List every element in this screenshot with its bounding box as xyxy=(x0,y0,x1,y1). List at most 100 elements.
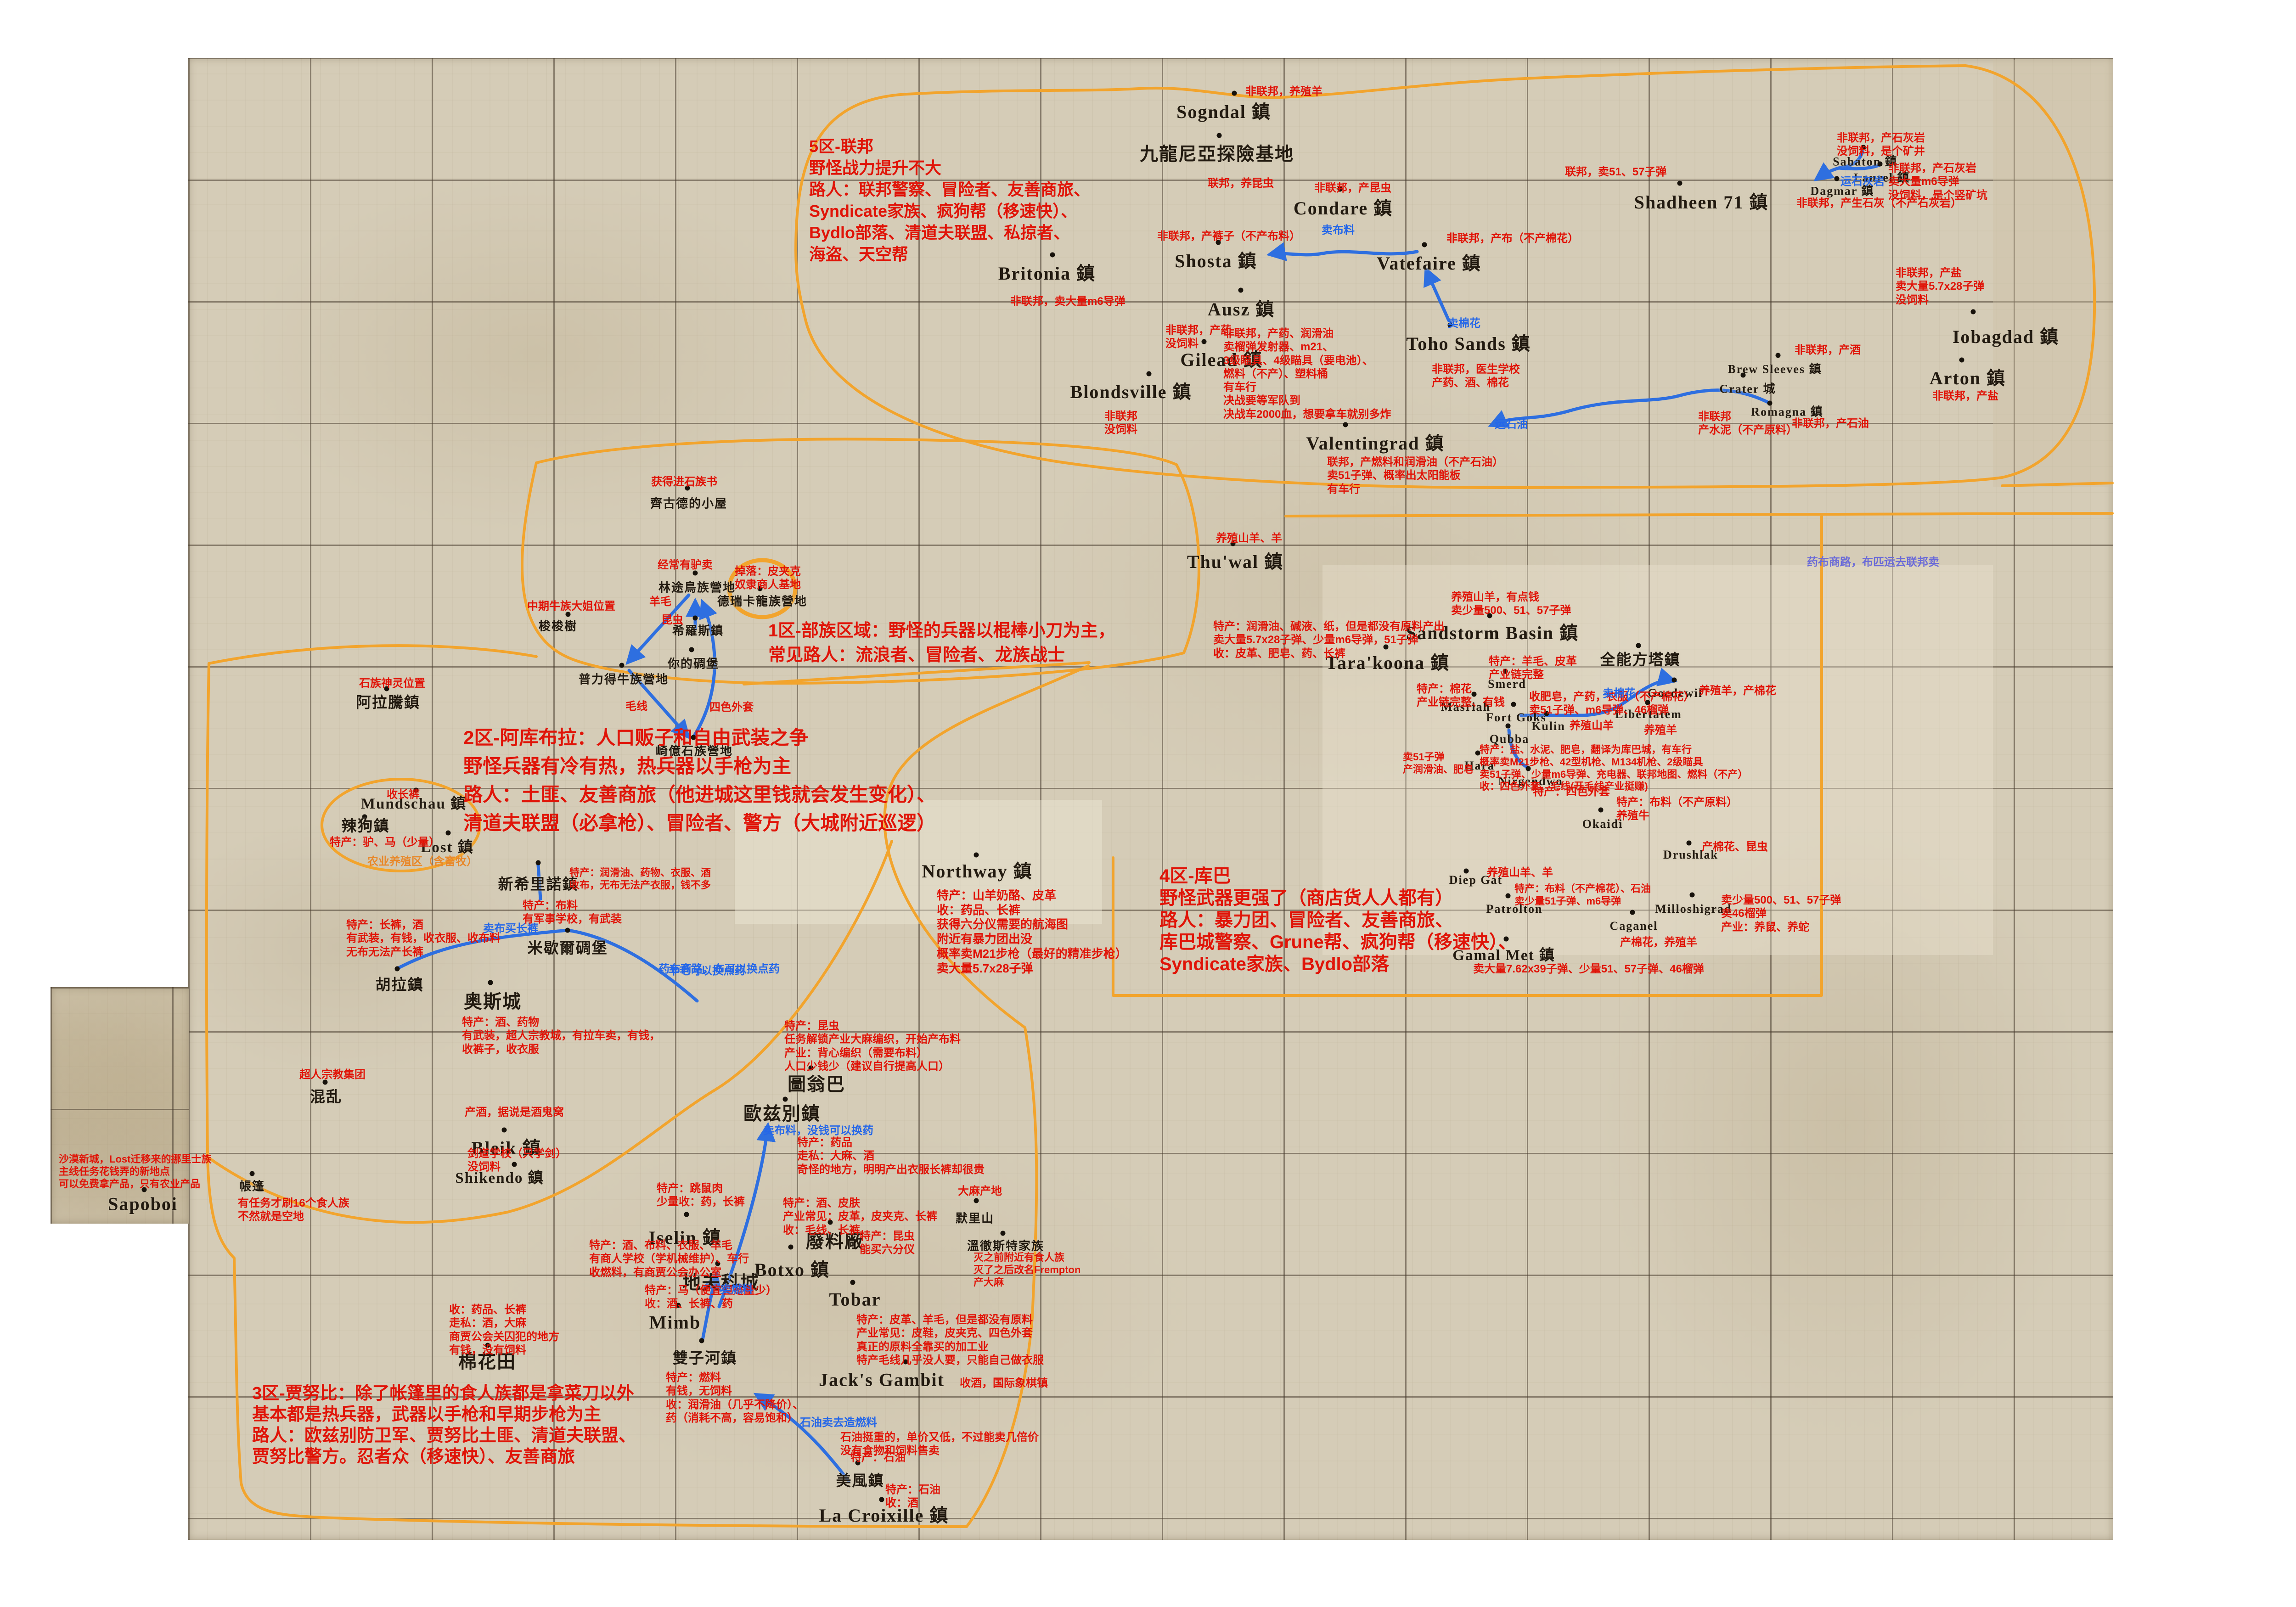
town-label: 胡拉鎮 xyxy=(375,977,424,994)
map-note: 特产：石油收：酒 xyxy=(885,1483,940,1510)
town-dot xyxy=(1511,702,1516,707)
map-note: 养殖山羊、羊 xyxy=(1487,866,1553,879)
map-note: 运石灰岩 xyxy=(1840,175,1885,188)
town-dot xyxy=(1959,357,1964,363)
town-label: 希羅斯鎮 xyxy=(672,624,724,638)
town-dot xyxy=(1525,766,1531,771)
town-label: Smerd xyxy=(1488,677,1526,691)
map-note: 非联邦，产生石灰（不产石灰岩） xyxy=(1796,197,1962,209)
town-label: Kulin xyxy=(1531,719,1565,733)
town-label: Crater 城 xyxy=(1719,382,1776,396)
map-note: 卖布料 xyxy=(1322,224,1355,236)
map-note: 养殖山羊，有点钱卖少量500、51、57子弹 xyxy=(1451,591,1571,617)
town-label: Gilead 鎮 xyxy=(1180,349,1263,370)
town-label: Tara'koona 鎮 xyxy=(1325,652,1450,673)
map-note: 非联邦产水泥（不产原料） xyxy=(1698,410,1797,437)
town-dot xyxy=(413,787,419,793)
map-note: 石油卖去造燃料 xyxy=(800,1416,877,1429)
town-label: Northway 鎮 xyxy=(922,861,1033,882)
town-dot xyxy=(1216,240,1221,245)
map-note: 产棉花、昆虫 xyxy=(1702,841,1768,853)
map-note: 毛线 xyxy=(625,700,647,713)
town-dot xyxy=(855,1460,861,1466)
town-label: Goedewil xyxy=(1648,686,1703,700)
map-note: 特产：酒、药物有武装，超人宗教城，有拉车卖，有钱，收裤子，收衣服 xyxy=(462,1016,660,1056)
map-note: 收长裤 xyxy=(387,788,420,801)
town-label: Vatefaire 鎮 xyxy=(1377,253,1481,274)
town-label: Okaidi xyxy=(1582,817,1623,831)
town-dot xyxy=(1505,723,1511,729)
map-note: 卖布买长裤 xyxy=(483,922,538,935)
map-note: 特产：酒、布料、衣服、羊毛有商人学校（学机械维护）、车行收燃料，有商贾公会办公室 xyxy=(589,1239,749,1279)
town-dot xyxy=(1343,422,1348,427)
town-label: 雙子河鎮 xyxy=(673,1350,737,1367)
town-dot xyxy=(1598,807,1604,813)
map-note: 特产：石油 xyxy=(850,1451,906,1464)
map-note: 特产：药品走私：大麻、酒奇怪的地方，明明产出衣服长裤却很贵 xyxy=(797,1136,985,1176)
town-dot xyxy=(1216,133,1222,138)
town-dot xyxy=(384,686,389,691)
town-dot xyxy=(1050,252,1055,258)
map-note: 联邦，卖51、57子弹 xyxy=(1565,166,1667,178)
town-dot xyxy=(1677,180,1683,186)
map-note: 卖51子弹产润滑油、肥皂 xyxy=(1403,751,1474,775)
town-label: Hara xyxy=(1464,759,1495,772)
map-note: 四色外套 xyxy=(709,701,754,714)
town-dot xyxy=(1422,242,1427,247)
map-note: 掉落：皮夹克奴隶商人基地 xyxy=(735,565,801,591)
map-note: 获得进石族书 xyxy=(651,476,717,488)
town-dot xyxy=(1230,541,1236,546)
map-note: 养殖山羊 xyxy=(1570,719,1614,732)
town-dot xyxy=(1630,910,1635,915)
town-label: 阿拉騰鎮 xyxy=(356,695,420,711)
town-dot xyxy=(715,1261,720,1266)
map-note: 羊毛可以换点药 xyxy=(668,965,745,977)
town-label: Tobar xyxy=(829,1289,881,1310)
town-label: 米歇爾碉堡 xyxy=(527,940,608,957)
town-dot xyxy=(488,980,493,985)
map-note: 特产：跳鼠肉少量收：药，长裤 xyxy=(657,1182,745,1208)
town-label: Toho Sands 鎮 xyxy=(1406,333,1531,354)
map-note: 4区-库巴野怪武器更强了（商店货人人都有）路人：暴力团、冒险者、友善商旅、库巴城… xyxy=(1159,866,1517,974)
town-dot xyxy=(1645,700,1650,705)
town-dot xyxy=(322,1079,328,1085)
map-note: 特产：盐、水泥、肥皂，翻译为库巴城，有车行概率卖M21步枪、42型机枪、M134… xyxy=(1480,744,1748,792)
map-note: 特产：皮革、羊毛，但是都没有原料产业常见：皮鞋，皮夹克、四色外套真正的原料全靠买… xyxy=(856,1314,1044,1366)
map-note: 特产：润滑油、碱液、纸，但是都没有原料产出卖大量5.7x28子弹、少量m6导弹，… xyxy=(1213,620,1445,660)
map-note: 特产：润滑油、药物、衣服、酒收布，无布无法产衣服，钱不多 xyxy=(569,867,711,891)
town-label: 混乱 xyxy=(310,1089,342,1106)
map-note: 产棉花，养殖羊 xyxy=(1620,936,1697,949)
town-label: 全能方塔鎮 xyxy=(1600,652,1681,669)
town-label: 你的碉堡 xyxy=(667,657,720,671)
map-note: 特产：长裤，酒有武装，有钱，收衣服、收布料无布无法产长裤 xyxy=(346,919,501,958)
map-note: 1区-部族区域：野怪的兵器以棍棒小刀为主，常见路人：流浪者、冒险者、龙族战士 xyxy=(768,621,1115,665)
map-note: 联邦，产燃料和润滑油（不产石油）卖51子弹、概率出太阳能板有车行 xyxy=(1327,456,1503,495)
map-note: 羊毛 xyxy=(649,596,671,608)
town-label: Masriah xyxy=(1441,700,1491,714)
town-dot xyxy=(1487,613,1492,618)
map-note: 非联邦，养殖羊 xyxy=(1245,85,1322,98)
map-note: 收肥皂，产药，衣服（不产棉花）卖51子弹、m6导弹、46榴弹 xyxy=(1529,691,1694,717)
town-dot xyxy=(1475,750,1480,756)
town-label: Patrolton xyxy=(1486,902,1543,916)
map-note: 非联邦，产盐 xyxy=(1932,390,1998,402)
town-label: Caganel xyxy=(1609,919,1658,933)
town-label: 默里山 xyxy=(955,1212,995,1225)
town-dot xyxy=(808,1065,814,1071)
town-label: Arton 鎮 xyxy=(1929,368,2006,388)
map-note: 卖布料，没钱可以换药 xyxy=(763,1124,873,1137)
town-label: 普力得牛族營地 xyxy=(578,673,669,686)
town-dot xyxy=(485,1343,490,1348)
town-dot xyxy=(1636,643,1641,648)
town-dot xyxy=(692,570,698,576)
map-note: 3区-贾努比：除了帐篷里的食人族都是拿菜刀以外基本都是热兵器，武器以手枪和早期步… xyxy=(252,1384,636,1467)
map-note: 特产：四色外套 xyxy=(1533,786,1610,798)
town-label: Iselin 鎮 xyxy=(648,1227,722,1248)
town-label: Jack's Gambit xyxy=(819,1369,945,1390)
town-dot xyxy=(788,1244,793,1250)
map-note: 特产：布料有军事学校，有武装 xyxy=(523,899,622,926)
town-label: Qubba xyxy=(1489,732,1530,746)
town-dot xyxy=(782,1096,788,1102)
town-dot xyxy=(1201,339,1207,344)
